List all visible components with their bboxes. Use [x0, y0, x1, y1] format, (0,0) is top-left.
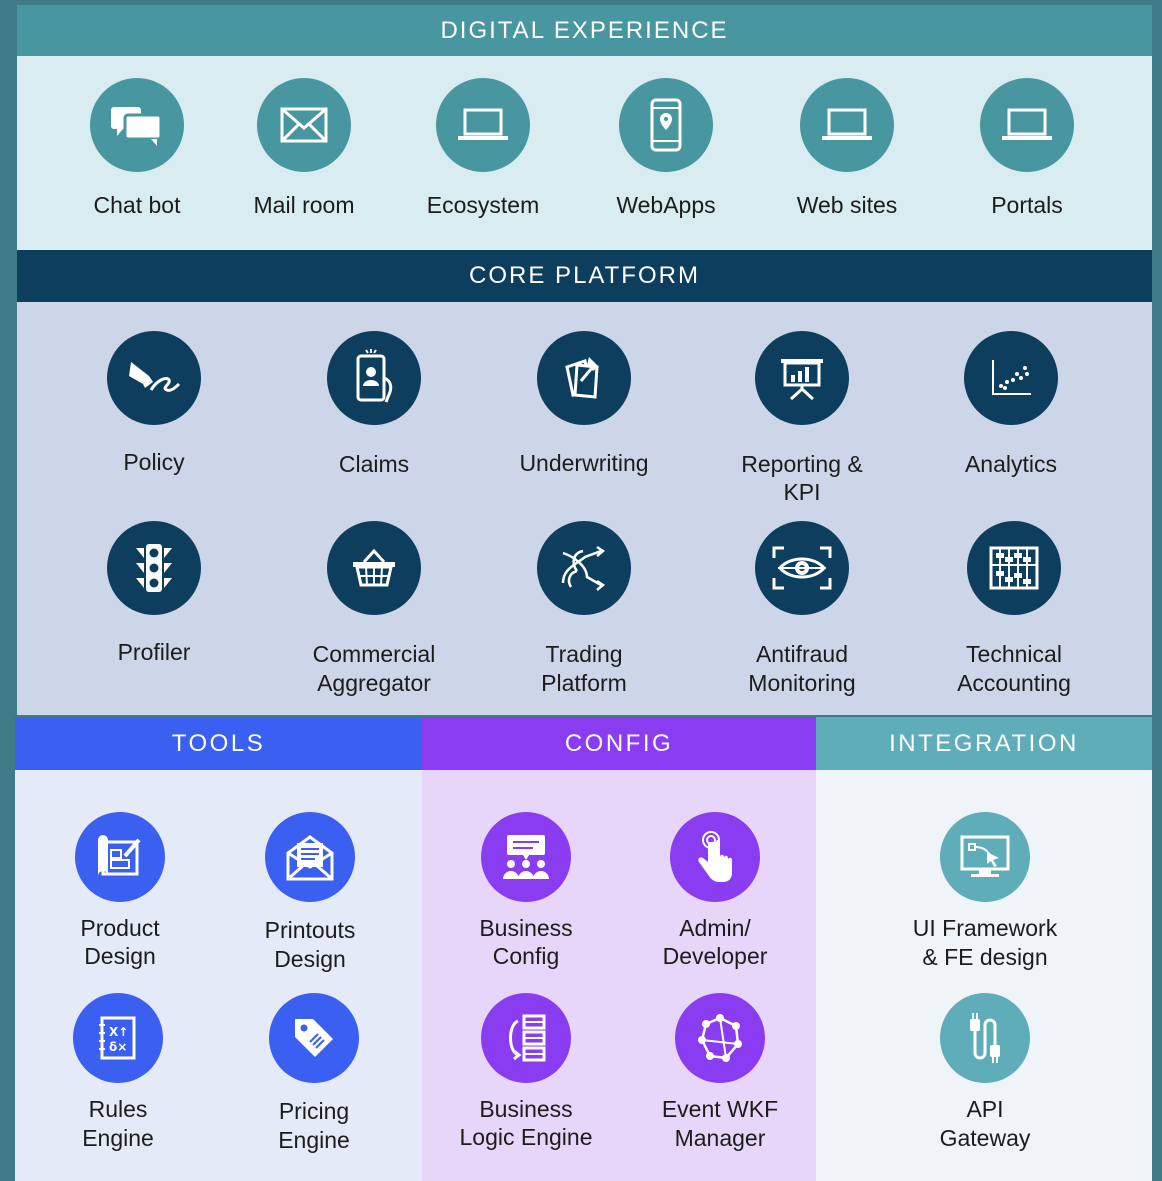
config-title: CONFIG: [564, 729, 674, 757]
item-api-gateway: API Gateway: [910, 993, 1060, 1153]
integration-header: INTEGRATION: [816, 717, 1152, 770]
svg-text:X↑: X↑: [109, 1025, 128, 1039]
touch-hand-icon: [670, 812, 760, 902]
digital-experience-title: DIGITAL EXPERIENCE: [440, 16, 729, 44]
item-label: API Gateway: [939, 1096, 1031, 1151]
item-portals: Portals: [952, 78, 1102, 220]
item-label: Reporting & KPI: [741, 451, 863, 505]
item-label: Event WKF Manager: [661, 1096, 779, 1151]
item-label: Antifraud Monitoring: [748, 641, 856, 696]
item-business-config: Business Config: [451, 812, 601, 970]
item-label: Web sites: [796, 192, 898, 218]
item-label: Chat bot: [93, 192, 181, 218]
item-event-wkf-manager: Event WKF Manager: [645, 993, 795, 1153]
item-printouts-design: Printouts Design: [235, 812, 385, 974]
digital-experience-panel: [17, 56, 1152, 250]
item-label: Underwriting: [519, 450, 649, 476]
item-commercial-aggregator: Commercial Aggregator: [289, 521, 459, 698]
digital-experience-header: DIGITAL EXPERIENCE: [17, 5, 1152, 56]
chat-icon: [90, 78, 184, 172]
item-reporting-kpi: Reporting & KPI: [722, 331, 882, 506]
svg-text:δ×: δ×: [109, 1040, 127, 1054]
item-label: Commercial Aggregator: [312, 641, 436, 696]
item-antifraud-monitoring: Antifraud Monitoring: [727, 521, 877, 698]
item-label: UI Framework & FE design: [912, 915, 1058, 970]
item-admin-developer: Admin/ Developer: [640, 812, 790, 970]
item-underwriting: Underwriting: [499, 331, 669, 478]
scatter-plot-icon: [964, 331, 1058, 425]
logic-flow-icon: [481, 993, 571, 1083]
rules-notebook-icon: X↑δ×: [73, 993, 163, 1083]
item-label: Business Config: [479, 915, 573, 969]
item-label: Profiler: [117, 639, 191, 665]
signature-pen-icon: [107, 331, 201, 425]
item-label: Admin/ Developer: [662, 915, 768, 969]
cable-plugs-icon: [940, 993, 1030, 1083]
item-label: Claims: [338, 451, 410, 477]
item-analytics: Analytics: [936, 331, 1086, 479]
network-nodes-icon: [675, 993, 765, 1083]
core-platform-title: CORE PLATFORM: [469, 262, 700, 289]
documents-pin-icon: [537, 331, 631, 425]
item-rules-engine: X↑δ× Rules Engine: [43, 993, 193, 1153]
item-label: Trading Platform: [541, 641, 627, 696]
item-product-design: Product Design: [45, 812, 195, 970]
core-platform-header: CORE PLATFORM: [17, 250, 1152, 302]
item-label: Mail room: [253, 192, 355, 218]
item-label: Ecosystem: [426, 192, 540, 218]
item-label: Printouts Design: [264, 917, 356, 972]
abacus-icon: [967, 521, 1061, 615]
item-ui-framework: UI Framework & FE design: [900, 812, 1070, 972]
item-label: Analytics: [964, 451, 1058, 477]
item-label: Product Design: [80, 915, 160, 969]
item-trading-platform: Trading Platform: [509, 521, 659, 698]
item-ecosystem: Ecosystem: [408, 78, 558, 220]
item-label: Business Logic Engine: [459, 1096, 593, 1150]
item-label: Portals: [991, 192, 1063, 218]
item-label: WebApps: [616, 192, 716, 218]
item-label: Policy: [123, 449, 185, 475]
eye-scan-icon: [755, 521, 849, 615]
exchange-arrows-icon: [537, 521, 631, 615]
laptop-icon: [800, 78, 894, 172]
item-technical-accounting: Technical Accounting: [934, 521, 1094, 698]
traffic-light-icon: [107, 521, 201, 615]
item-pricing-engine: Pricing Engine: [239, 993, 389, 1155]
item-claims: Claims: [299, 331, 449, 479]
architecture-diagram: DIGITAL EXPERIENCE Chat bot Mail room Ec…: [15, 5, 1152, 1181]
item-mail-room: Mail room: [234, 78, 374, 220]
item-business-logic-engine: Business Logic Engine: [441, 993, 611, 1151]
tools-title: TOOLS: [171, 729, 266, 757]
item-webapps: WebApps: [591, 78, 741, 220]
open-envelope-icon: [265, 812, 355, 902]
basket-icon: [327, 521, 421, 615]
price-tag-icon: [269, 993, 359, 1083]
mail-icon: [257, 78, 351, 172]
item-label: Pricing Engine: [278, 1098, 350, 1153]
item-profiler: Profiler: [79, 521, 229, 667]
blueprint-icon: [75, 812, 165, 902]
monitor-cursor-icon: [940, 812, 1030, 902]
item-label: Rules Engine: [82, 1096, 154, 1151]
presentation-chart-icon: [755, 331, 849, 425]
smartphone-location-icon: [619, 78, 713, 172]
laptop-icon: [980, 78, 1074, 172]
integration-title: INTEGRATION: [889, 729, 1079, 757]
item-web-sites: Web sites: [772, 78, 922, 220]
item-policy: Policy: [79, 331, 229, 477]
item-label: Technical Accounting: [957, 641, 1071, 696]
item-chat-bot: Chat bot: [67, 78, 207, 220]
team-presentation-icon: [481, 812, 571, 902]
phone-user-icon: [327, 331, 421, 425]
laptop-icon: [436, 78, 530, 172]
config-header: CONFIG: [422, 717, 816, 770]
tools-header: TOOLS: [15, 717, 422, 770]
